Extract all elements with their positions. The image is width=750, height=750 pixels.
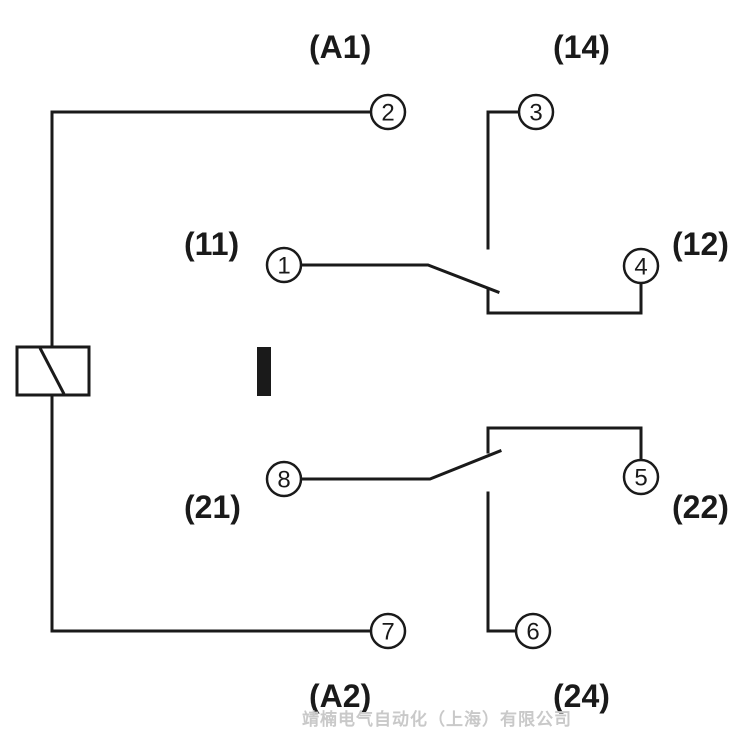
label-21: (21) (184, 489, 241, 525)
coil-wire-top (50, 110, 372, 348)
terminal-2: 2 (369, 93, 407, 131)
terminal-3-number: 3 (529, 100, 542, 127)
label-a2: (A2) (309, 678, 371, 714)
terminal-6-number: 6 (526, 619, 539, 646)
label-12: (12) (672, 226, 729, 262)
terminal-7: 7 (369, 612, 407, 650)
label-11: (11) (184, 226, 239, 262)
contact-2-fixed-22 (486, 426, 643, 460)
coil-wire-bottom (50, 394, 372, 633)
company-watermark: 靖楠电气自动化（上海）有限公司 (302, 709, 572, 730)
contact-2-fixed-24 (486, 491, 518, 633)
contact-1-common-arm (300, 263, 500, 294)
terminal-8-number: 8 (277, 467, 290, 494)
label-14: (14) (553, 29, 610, 65)
terminal-8: 8 (265, 460, 303, 498)
label-22: (22) (672, 489, 729, 525)
terminal-5-number: 5 (634, 465, 647, 492)
terminal-1: 1 (265, 246, 303, 284)
label-24: (24) (553, 678, 610, 714)
label-a1: (A1) (309, 29, 371, 65)
terminal-3: 3 (517, 93, 555, 131)
terminal-2-number: 2 (381, 100, 394, 127)
terminal-4: 4 (622, 247, 660, 285)
contact-1-fixed-14 (486, 110, 521, 250)
actuator-bar (257, 347, 271, 396)
contact-1-fixed-12 (486, 283, 643, 315)
terminal-4-number: 4 (634, 254, 647, 281)
contact-2-common-arm (300, 449, 502, 481)
terminal-1-number: 1 (277, 253, 290, 280)
coil-slash (38, 347, 66, 395)
terminal-5: 5 (622, 458, 660, 496)
terminal-6: 6 (514, 612, 552, 650)
terminal-7-number: 7 (381, 619, 394, 646)
relay-coil (15, 345, 91, 397)
